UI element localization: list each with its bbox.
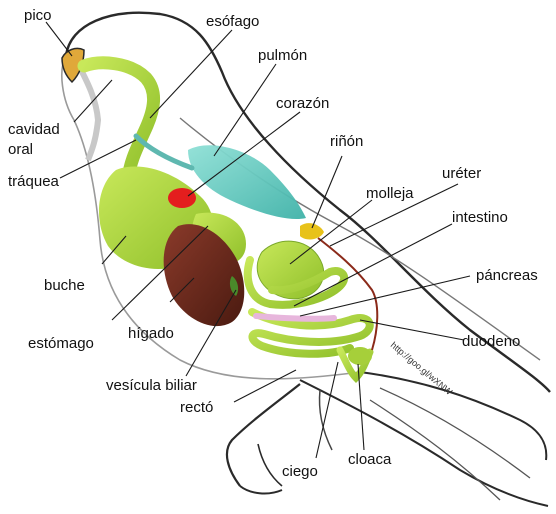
esophagus bbox=[84, 63, 154, 180]
label-intestino: intestino bbox=[452, 209, 508, 226]
label-pancreas: páncreas bbox=[476, 267, 538, 284]
trachea bbox=[136, 136, 192, 168]
label-duodeno: duodeno bbox=[462, 333, 520, 350]
label-pulmon: pulmón bbox=[258, 47, 307, 64]
label-cloaca: cloaca bbox=[348, 451, 392, 468]
label-molleja: molleja bbox=[366, 185, 414, 202]
label-traquea: tráquea bbox=[8, 173, 60, 190]
label-buche: buche bbox=[44, 277, 85, 294]
label-pico: pico bbox=[24, 7, 52, 24]
label-ureter: uréter bbox=[442, 165, 481, 182]
label-rinon: riñón bbox=[330, 133, 363, 150]
label-esofago: esófago bbox=[206, 13, 259, 30]
label-vesicula-biliar: vesícula biliar bbox=[106, 377, 197, 394]
label-cavidad-oral-line1: cavidad bbox=[8, 121, 60, 138]
heart bbox=[168, 188, 196, 208]
pancreas bbox=[256, 316, 334, 319]
kidney bbox=[300, 223, 324, 239]
label-ciego: ciego bbox=[282, 463, 318, 480]
label-cavidad-oral-line2: oral bbox=[8, 141, 33, 158]
label-recto: rectó bbox=[180, 399, 213, 416]
label-higado: hígado bbox=[128, 325, 174, 342]
label-corazon: corazón bbox=[276, 95, 329, 112]
cloaca-organ bbox=[348, 347, 372, 365]
label-estomago: estómago bbox=[28, 335, 94, 352]
watermark-url: http://goo.gl/wXNW bbox=[389, 340, 455, 398]
